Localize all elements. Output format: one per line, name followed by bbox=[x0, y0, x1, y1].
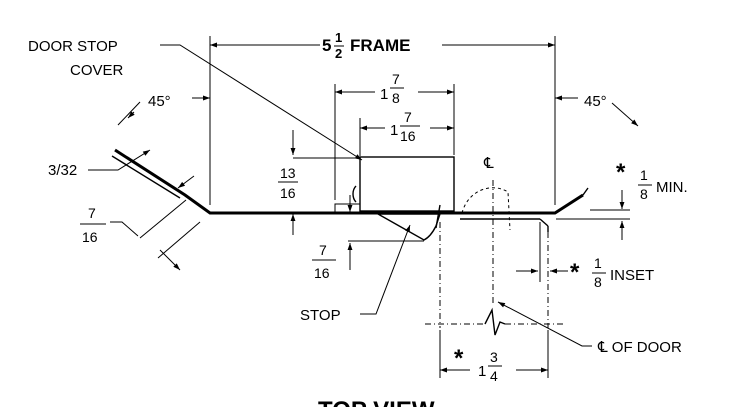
gauge-label: 3/32 bbox=[48, 162, 77, 179]
bottom-whole: 1 bbox=[478, 363, 486, 380]
bottom-num: 3 bbox=[490, 349, 498, 365]
inset-den: 8 bbox=[594, 274, 602, 290]
dim-1-7-16-whole: 1 bbox=[390, 122, 398, 139]
centerline-top-label: ℄ bbox=[483, 155, 494, 172]
angle-left-dimension bbox=[117, 95, 210, 126]
dim-1-7-8-whole: 1 bbox=[380, 86, 388, 103]
dim-1-7-16 bbox=[359, 118, 454, 156]
dim-1-7-8-num: 7 bbox=[392, 71, 400, 87]
min-den: 8 bbox=[640, 186, 648, 202]
min-text: MIN. bbox=[656, 179, 688, 196]
dim-13-16 bbox=[290, 130, 360, 235]
view-title: TOP VIEW bbox=[318, 397, 435, 407]
inset-text: INSET bbox=[610, 267, 654, 284]
dim-left-7-16-num: 7 bbox=[88, 205, 96, 221]
min-num: 1 bbox=[640, 167, 648, 183]
dim-stop-7-16-num: 7 bbox=[319, 242, 327, 258]
dim-left-7-16-den: 16 bbox=[82, 229, 98, 245]
frame-profile bbox=[111, 148, 589, 232]
min-asterisk: * bbox=[616, 159, 626, 186]
dim-1-7-16-den: 16 bbox=[400, 128, 416, 144]
cl-of-door-label: ℄ OF DOOR bbox=[597, 339, 682, 356]
inset-num: 1 bbox=[594, 255, 602, 271]
inset-asterisk: * bbox=[570, 259, 580, 286]
dim-1-7-16-num: 7 bbox=[404, 109, 412, 125]
stop-profile bbox=[375, 204, 441, 241]
dim-1-7-8-den: 8 bbox=[392, 90, 400, 106]
door-stop-cover-label-1: DOOR STOP bbox=[28, 38, 118, 55]
angle-right-label: 45° bbox=[584, 93, 607, 110]
dim-13-16-den: 16 bbox=[280, 185, 296, 201]
bottom-asterisk: * bbox=[454, 345, 464, 372]
dim-13-16-num: 13 bbox=[280, 165, 296, 181]
frame-dim-num: 1 bbox=[335, 30, 342, 45]
angle-right-dimension bbox=[555, 95, 639, 127]
door-outline bbox=[425, 180, 565, 336]
door-stop-cover-label-2: COVER bbox=[70, 62, 124, 79]
frame-dim-text: FRAME bbox=[350, 36, 410, 55]
bottom-den: 4 bbox=[490, 368, 498, 384]
dim-stop-7-16-den: 16 bbox=[314, 265, 330, 281]
stop-label: STOP bbox=[300, 307, 341, 324]
angle-left-label: 45° bbox=[148, 93, 171, 110]
dim-1-7-8 bbox=[334, 84, 455, 200]
frame-dim-whole: 5 bbox=[322, 36, 331, 55]
door-stop-cover bbox=[334, 156, 455, 213]
frame-width-dimension bbox=[209, 36, 556, 205]
frame-dim-den: 2 bbox=[335, 46, 342, 61]
